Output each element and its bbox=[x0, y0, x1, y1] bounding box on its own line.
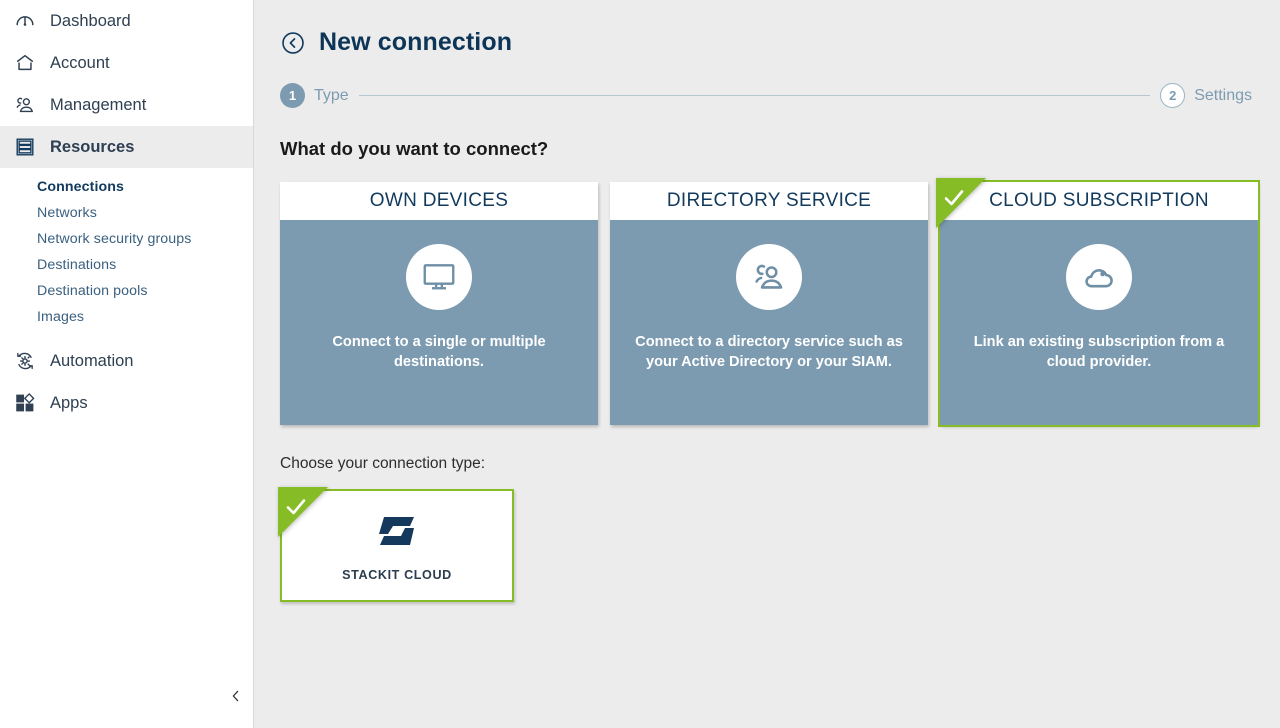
card-title: CLOUD SUBSCRIPTION bbox=[940, 182, 1258, 220]
chevron-left-icon bbox=[228, 688, 244, 709]
sidebar-subitem-images[interactable]: Images bbox=[37, 309, 85, 325]
sidebar-item-label: Account bbox=[50, 53, 110, 72]
selected-ribbon bbox=[278, 487, 330, 539]
apps-grid-icon bbox=[14, 392, 36, 414]
card-directory-service[interactable]: DIRECTORY SERVICE Connect to a directory… bbox=[610, 182, 928, 425]
cloud-icon bbox=[1066, 244, 1132, 310]
sidebar-subitem-connections[interactable]: Connections bbox=[37, 179, 125, 195]
step-label: Type bbox=[314, 86, 349, 104]
tile-stackit-cloud[interactable]: STACKIT CLOUD bbox=[278, 487, 514, 602]
card-description: Link an existing subscription from a clo… bbox=[973, 334, 1225, 370]
card-body: Link an existing subscription from a clo… bbox=[940, 220, 1258, 425]
users-icon bbox=[14, 94, 36, 116]
gear-refresh-icon bbox=[14, 350, 36, 372]
card-description: Connect to a directory service such as y… bbox=[635, 334, 903, 370]
gauge-icon bbox=[14, 10, 36, 32]
sidebar-item-label: Automation bbox=[50, 351, 134, 370]
card-body: Connect to a single or multiple destinat… bbox=[280, 220, 598, 425]
connection-type-tiles: STACKIT CLOUD bbox=[278, 487, 1280, 602]
stackit-logo bbox=[367, 510, 427, 552]
sidebar-item-account[interactable]: Account bbox=[0, 42, 253, 84]
stepper-connector bbox=[358, 95, 1151, 96]
sidebar-item-label: Resources bbox=[50, 137, 135, 156]
sidebar-item-automation[interactable]: Automation bbox=[0, 340, 253, 382]
step-number-badge: 1 bbox=[280, 83, 305, 108]
sidebar-subitem-network-security-groups[interactable]: Network security groups bbox=[37, 231, 192, 247]
main-content: New connection 1 Type 2 Settings What do… bbox=[254, 0, 1280, 728]
stepper: 1 Type 2 Settings bbox=[280, 83, 1252, 108]
sidebar-subnav-resources: Connections Networks Network security gr… bbox=[0, 168, 253, 340]
card-own-devices[interactable]: OWN DEVICES Connect to a single or multi… bbox=[280, 182, 598, 425]
sidebar: Dashboard Account Management bbox=[0, 0, 254, 728]
card-body: Connect to a directory service such as y… bbox=[610, 220, 928, 425]
card-title: DIRECTORY SERVICE bbox=[610, 182, 928, 220]
sidebar-item-label: Dashboard bbox=[50, 11, 131, 30]
step-number-badge: 2 bbox=[1160, 83, 1186, 108]
sidebar-item-label: Management bbox=[50, 95, 147, 114]
monitor-icon bbox=[406, 244, 472, 310]
home-icon bbox=[14, 52, 36, 74]
sidebar-collapse-button[interactable] bbox=[224, 686, 248, 710]
card-description: Connect to a single or multiple destinat… bbox=[332, 334, 546, 370]
sidebar-item-management[interactable]: Management bbox=[0, 84, 253, 126]
stepper-step-type[interactable]: 1 Type bbox=[280, 83, 349, 108]
sidebar-subitem-destinations[interactable]: Destinations bbox=[37, 257, 117, 273]
directory-users-icon bbox=[736, 244, 802, 310]
circle-chevron-left-icon[interactable] bbox=[280, 30, 306, 56]
tile-label: STACKIT CLOUD bbox=[342, 567, 452, 582]
stepper-step-settings[interactable]: 2 Settings bbox=[1160, 83, 1252, 108]
page-header: New connection bbox=[254, 0, 1280, 57]
sidebar-subitem-destination-pools[interactable]: Destination pools bbox=[37, 283, 148, 299]
card-cloud-subscription[interactable]: CLOUD SUBSCRIPTION Link an existing subs… bbox=[936, 178, 1260, 427]
choose-connection-type-label: Choose your connection type: bbox=[280, 455, 486, 472]
sidebar-item-dashboard[interactable]: Dashboard bbox=[0, 0, 253, 42]
server-rack-icon bbox=[14, 136, 36, 158]
step-label: Settings bbox=[1194, 86, 1252, 104]
sidebar-item-resources[interactable]: Resources bbox=[0, 126, 253, 168]
section-question: What do you want to connect? bbox=[280, 138, 549, 159]
card-title: OWN DEVICES bbox=[280, 182, 598, 220]
sidebar-item-apps[interactable]: Apps bbox=[0, 382, 253, 424]
sidebar-item-label: Apps bbox=[50, 393, 88, 412]
page-title: New connection bbox=[319, 28, 513, 56]
sidebar-subitem-networks[interactable]: Networks bbox=[37, 205, 97, 221]
connection-type-cards: OWN DEVICES Connect to a single or multi… bbox=[280, 178, 1260, 427]
